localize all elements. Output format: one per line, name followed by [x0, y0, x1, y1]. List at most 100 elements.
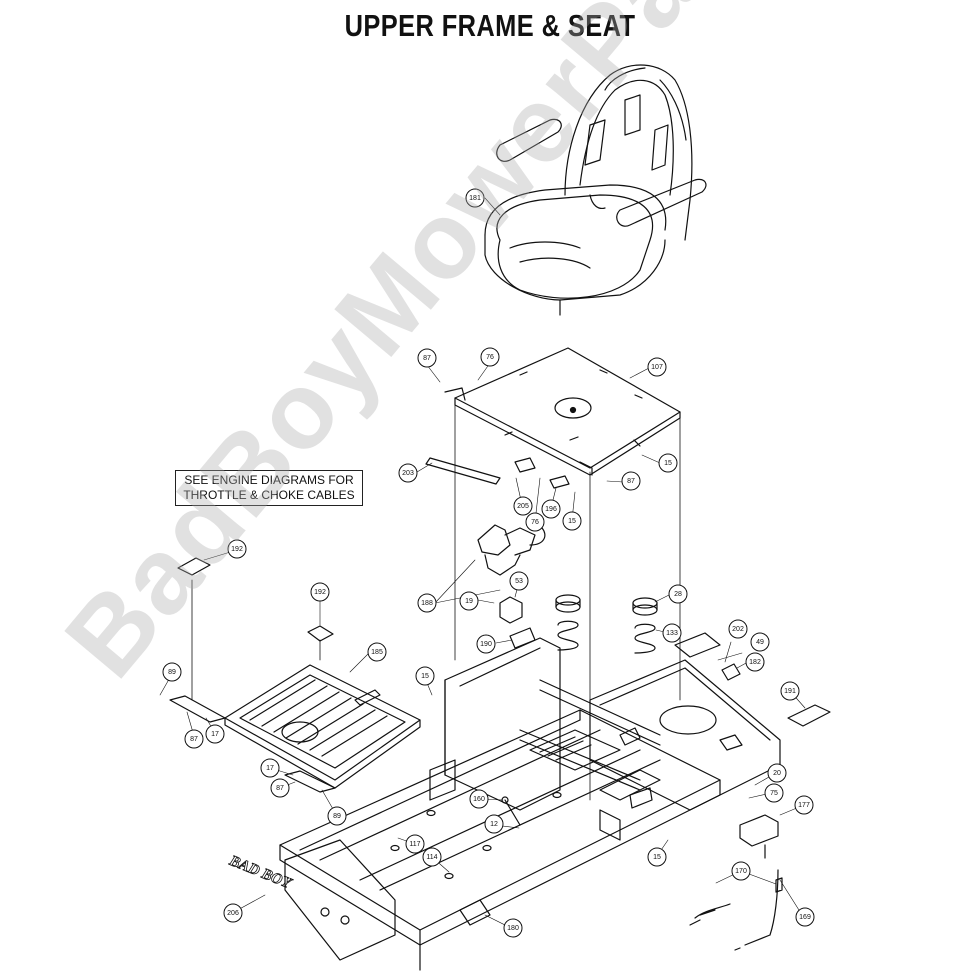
callout-206: 206 — [223, 903, 243, 923]
callout-circle — [658, 453, 678, 473]
callout-label: 181 — [469, 195, 481, 202]
callout-107: 107 — [647, 357, 667, 377]
callout-182: 182 — [745, 652, 765, 672]
callout-label: 17 — [211, 731, 219, 738]
callout-circle — [398, 463, 418, 483]
callout-label: 192 — [231, 546, 243, 553]
seat — [484, 64, 707, 316]
callout-label: 188 — [421, 600, 433, 607]
decal-192-lower — [307, 625, 334, 642]
page-title: UPPER FRAME & SEAT — [344, 8, 636, 43]
callout-circle — [422, 847, 442, 867]
callout-160: 160 — [469, 789, 489, 809]
callout-circle — [662, 623, 682, 643]
callout-181: 181 — [465, 188, 485, 208]
callout-circle — [731, 861, 751, 881]
callout-label: 191 — [784, 688, 796, 695]
callout-circle — [417, 593, 437, 613]
callout-label: 12 — [490, 821, 498, 828]
callout-15: 15 — [658, 453, 678, 473]
callout-circle — [465, 188, 485, 208]
callout-76: 76 — [480, 347, 500, 367]
callout-28: 28 — [668, 584, 688, 604]
bad-boy-logo: BAD BOY — [226, 853, 295, 893]
callout-192: 192 — [310, 582, 330, 602]
callout-label: 53 — [515, 578, 523, 585]
callout-label: 185 — [371, 649, 383, 656]
callout-192: 192 — [227, 539, 247, 559]
right-bracket — [284, 770, 336, 793]
callout-circle — [417, 348, 437, 368]
callout-205: 205 — [513, 496, 533, 516]
callout-87: 87 — [621, 471, 641, 491]
callout-circle — [270, 778, 290, 798]
note-line-2: THROTTLE & CHOKE CABLES — [183, 488, 355, 502]
callout-circle — [525, 512, 545, 532]
callout-circle — [415, 666, 435, 686]
callout-circle — [541, 499, 561, 519]
callout-circle — [484, 814, 504, 834]
callout-label: 192 — [314, 589, 326, 596]
callout-196: 196 — [541, 499, 561, 519]
callout-15: 15 — [415, 666, 435, 686]
callout-circle — [780, 681, 800, 701]
cable-170 — [694, 903, 731, 919]
callout-circle — [227, 539, 247, 559]
decal-190 — [509, 627, 536, 649]
callout-label: 28 — [674, 591, 682, 598]
strip-203 — [425, 457, 501, 485]
callout-circle — [668, 584, 688, 604]
callout-76: 76 — [525, 512, 545, 532]
spring-left — [555, 594, 581, 651]
callout-circle — [647, 847, 667, 867]
callout-circle — [480, 347, 500, 367]
callout-89: 89 — [327, 806, 347, 826]
callout-191: 191 — [780, 681, 800, 701]
callout-circle — [162, 662, 182, 682]
callout-label: 15 — [653, 854, 661, 861]
callout-circle — [562, 511, 582, 531]
callout-circle — [223, 903, 243, 923]
callout-label: 180 — [507, 925, 519, 932]
callout-circle — [728, 619, 748, 639]
callout-label: 89 — [168, 669, 176, 676]
callout-label: 114 — [426, 854, 437, 861]
callout-circle — [647, 357, 667, 377]
callout-label: 202 — [732, 626, 744, 633]
callout-label: 87 — [627, 478, 635, 485]
callout-label: 206 — [227, 910, 239, 917]
callout-133: 133 — [662, 623, 682, 643]
callout-circle — [476, 634, 496, 654]
spring-right — [632, 597, 658, 654]
callout-circle — [469, 789, 489, 809]
bracket-182 — [721, 663, 741, 681]
callout-177: 177 — [794, 795, 814, 815]
callout-114: 114 — [422, 847, 442, 867]
callout-87: 87 — [417, 348, 437, 368]
callout-circle — [513, 496, 533, 516]
callout-15: 15 — [562, 511, 582, 531]
callout-circle — [794, 795, 814, 815]
callout-label: 87 — [190, 736, 198, 743]
engine-diagram-note: SEE ENGINE DIAGRAMS FOR THROTTLE & CHOKE… — [175, 470, 363, 506]
callout-label: 182 — [749, 659, 761, 666]
callout-117: 117 — [405, 834, 425, 854]
callout-circle — [260, 758, 280, 778]
callout-label: 76 — [486, 354, 494, 361]
callout-label: 15 — [568, 518, 576, 525]
callout-label: 89 — [333, 813, 341, 820]
callout-label: 15 — [664, 460, 672, 467]
callout-circle — [184, 729, 204, 749]
left-bracket — [169, 695, 226, 723]
callout-188: 188 — [417, 593, 437, 613]
callout-89: 89 — [162, 662, 182, 682]
callout-label: 117 — [409, 841, 420, 848]
cable-169 — [744, 869, 779, 946]
callout-circle — [310, 582, 330, 602]
callout-49: 49 — [750, 632, 770, 652]
callout-label: 160 — [473, 796, 485, 803]
callout-circle — [503, 918, 523, 938]
callout-label: 87 — [276, 785, 284, 792]
callout-label: 177 — [798, 802, 810, 809]
